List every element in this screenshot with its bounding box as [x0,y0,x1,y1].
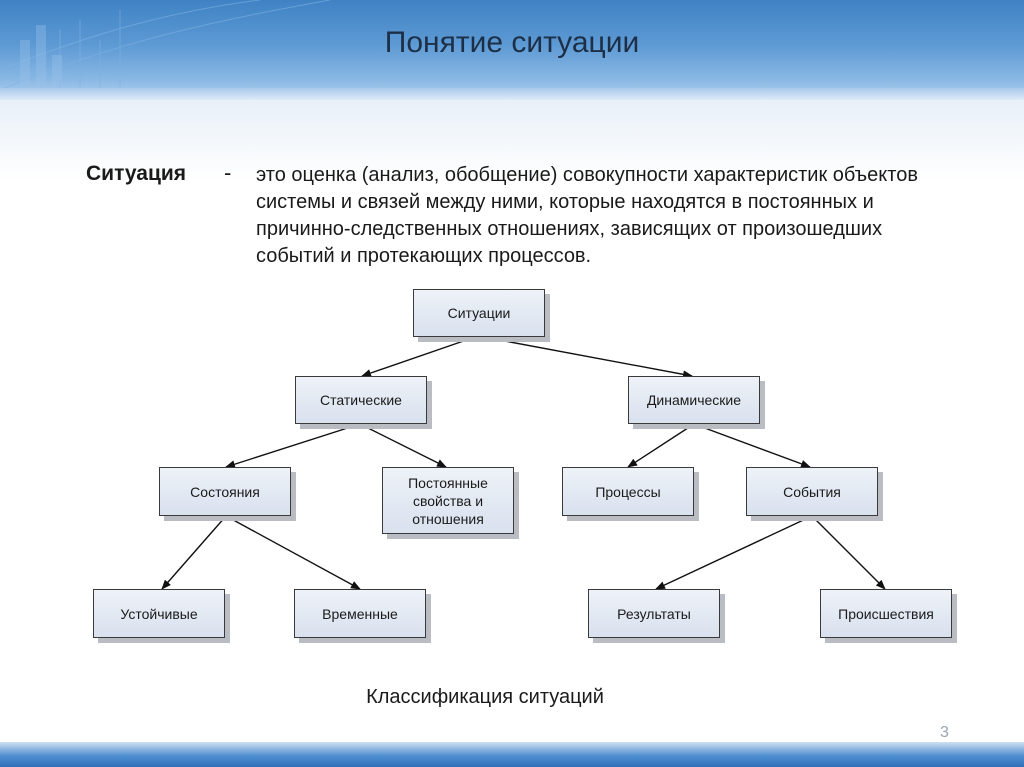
edge-static-permanent [359,423,447,468]
node-processes: Процессы [562,467,694,516]
edge-root-static [361,335,479,377]
node-static: Статические [295,376,427,424]
edge-events-results [655,515,813,590]
content-background [0,100,1024,180]
node-permanent: Постоянные свойства и отношения [382,467,514,534]
page-title: Понятие ситуации [384,26,640,59]
node-incidents: Происшествия [820,589,952,638]
edge-root-dynamic [477,335,693,379]
diagram-caption: Классификация ситуаций [366,686,604,708]
page-number: 3 [940,724,949,741]
definition-term: Ситуация [86,162,187,185]
edge-states-temporary [225,515,361,590]
definition-dash: - [224,160,232,185]
definition-text: это оценка (анализ, обобщение) совокупно… [256,164,918,267]
node-dynamic: Динамические [628,376,760,424]
node-results: Результаты [588,589,720,638]
edge-events-incidents [811,515,886,590]
edge-states-stable [161,515,227,590]
node-situations: Ситуации [413,289,545,337]
node-states: Состояния [159,467,291,516]
node-stable: Устойчивые [93,589,225,638]
edge-dynamic-processes [627,423,695,468]
node-events: События [746,467,878,516]
header-band [0,88,1024,100]
edge-static-states [225,423,361,469]
node-temporary: Временные [294,589,426,638]
slide-footer [0,742,1024,767]
slide-header [0,0,1024,100]
edge-dynamic-events [693,423,811,468]
